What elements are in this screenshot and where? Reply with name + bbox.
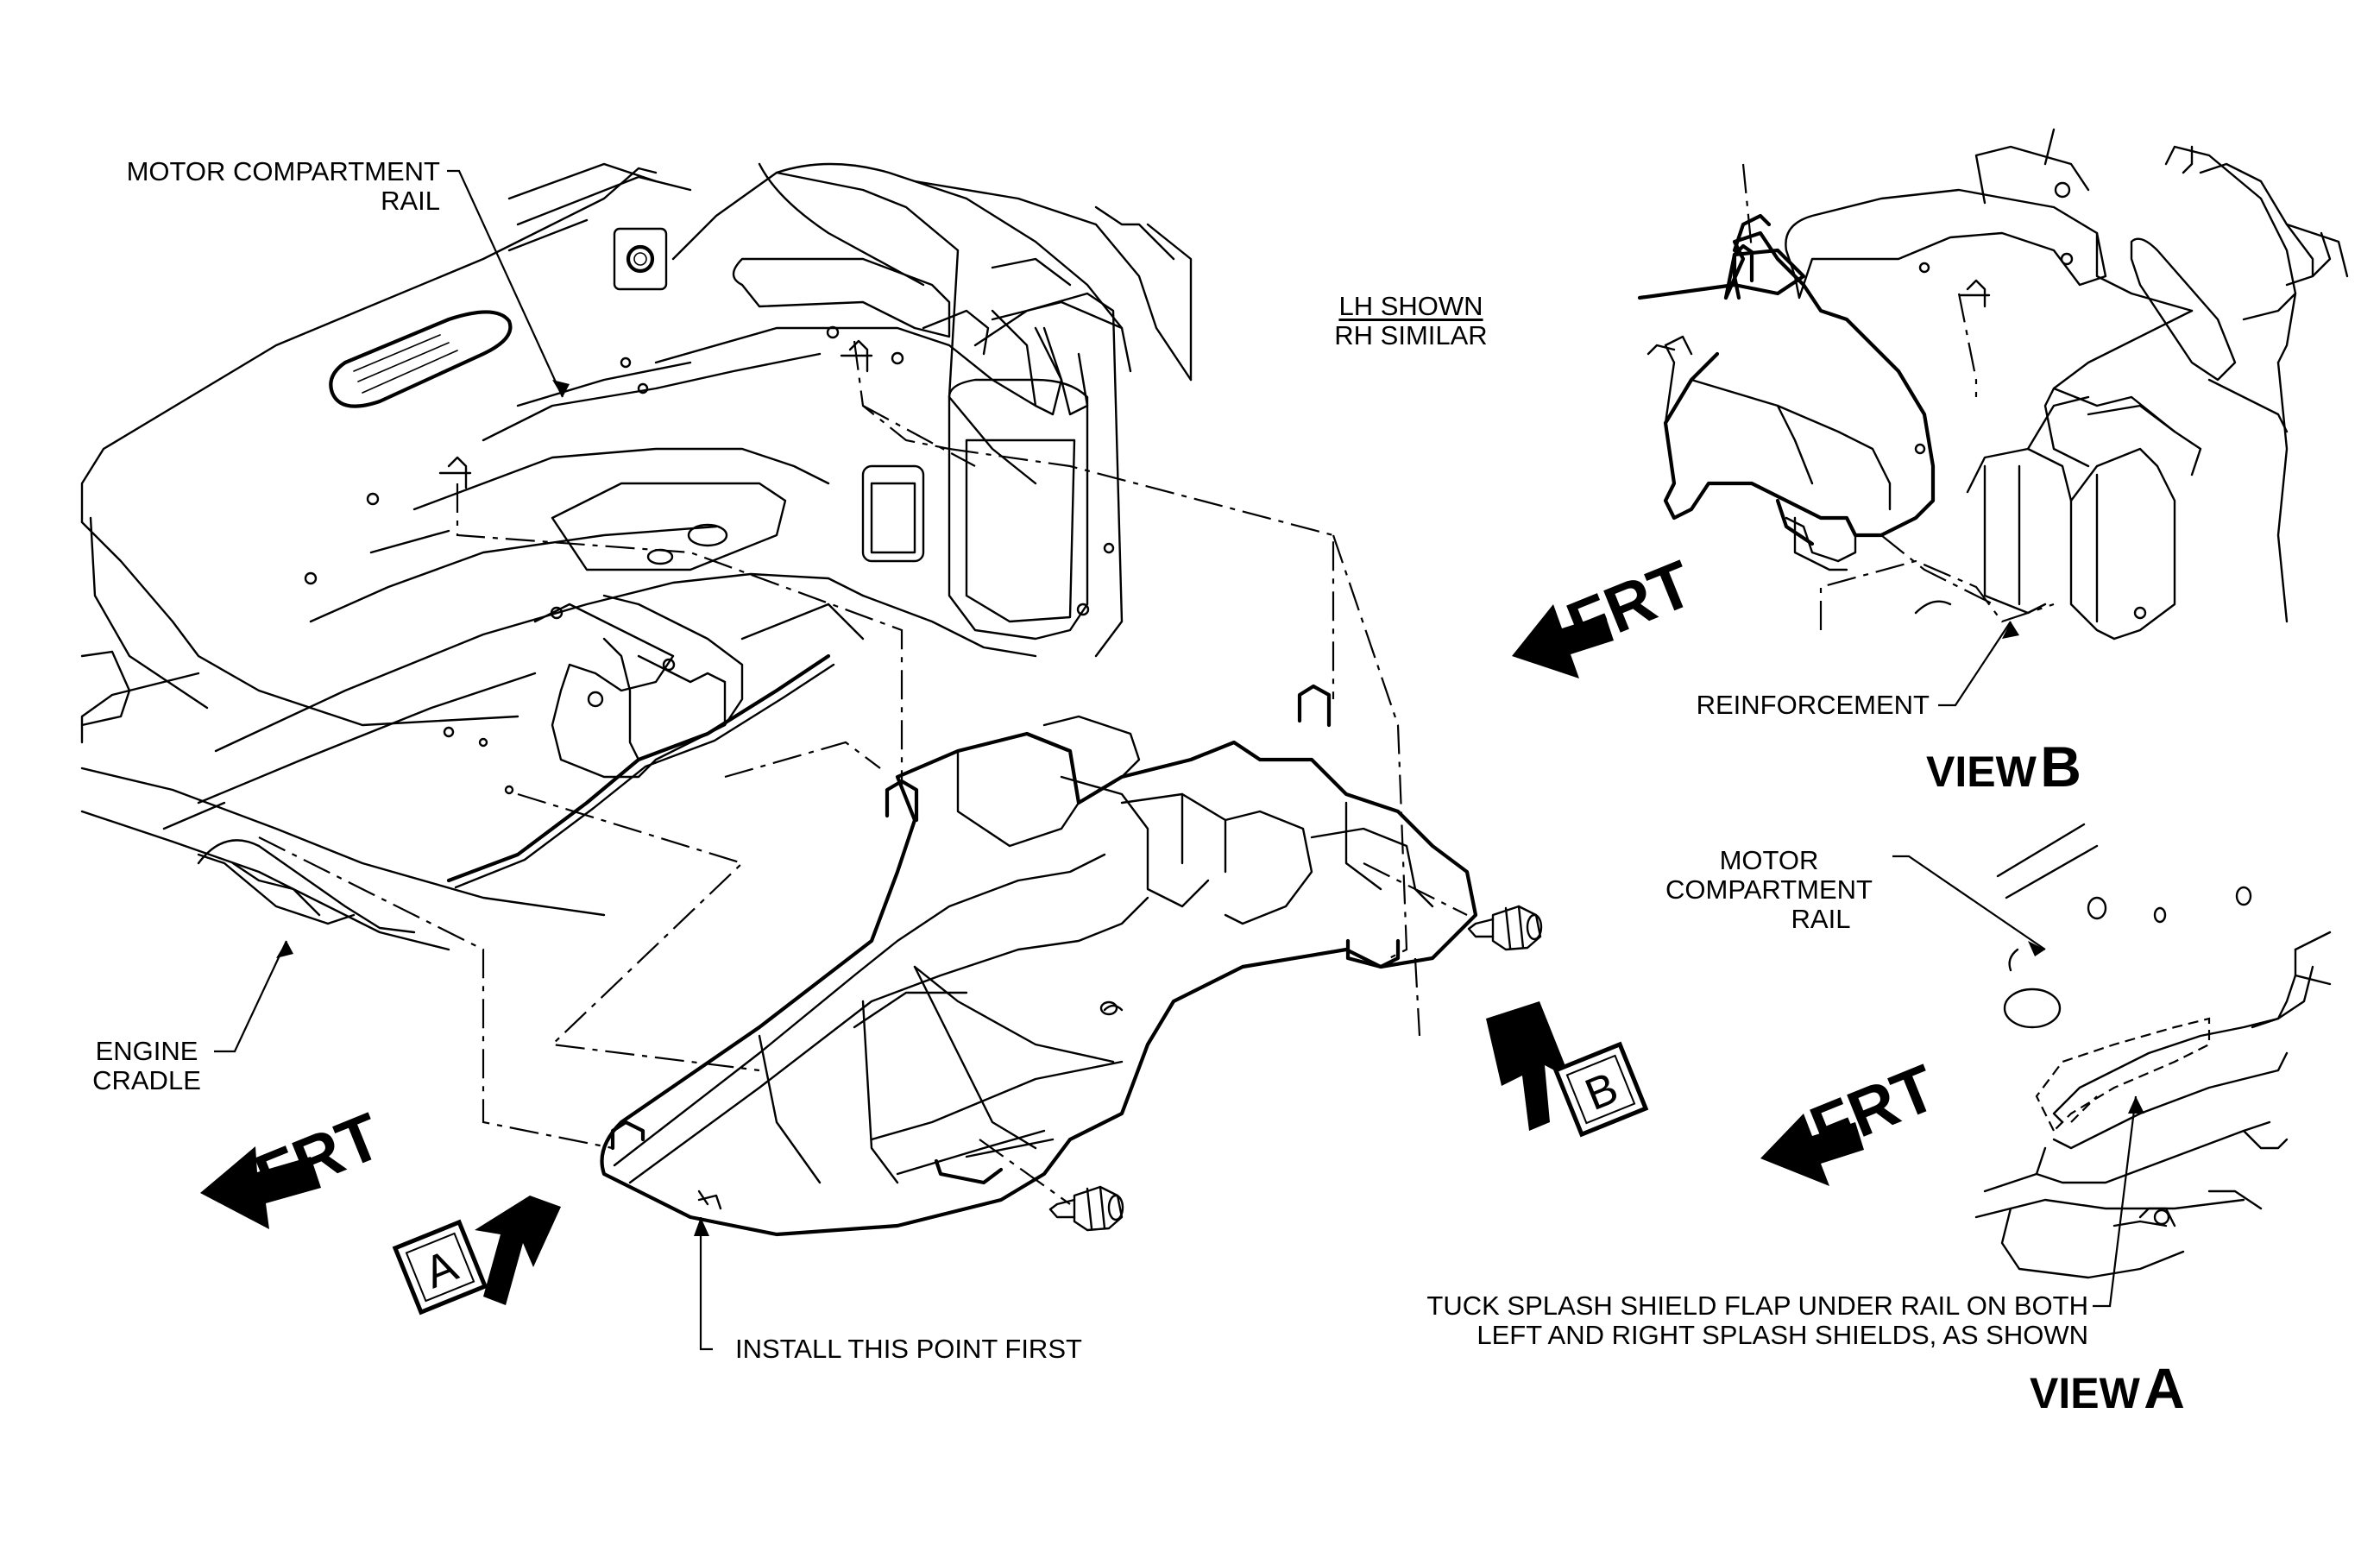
- engine-cradle-label: ENGINE CRADLE: [78, 1037, 216, 1095]
- view-b-title: VIEW B: [1926, 734, 2081, 799]
- view-b-inset: [1637, 128, 2349, 641]
- view-a-motor-compartment-rail-label: MOTOR COMPARTMENT RAIL: [1640, 846, 1898, 934]
- alignment-phantom-lines: [258, 340, 1468, 1205]
- frt-arrow-view-b: FRT: [1512, 547, 1703, 678]
- frt-arrow-view-a: FRT: [1760, 1051, 1946, 1186]
- frt-label-view-b: FRT: [1558, 547, 1703, 663]
- vehicle-body-structure: [80, 162, 1193, 951]
- view-b-word: VIEW: [1926, 748, 2037, 796]
- frt-arrow-main: FRT: [200, 1100, 391, 1229]
- view-b-letter: B: [2040, 735, 2081, 798]
- frt-label-main: FRT: [246, 1100, 392, 1215]
- push-pin-fastener-right: [1467, 905, 1543, 951]
- motor-compartment-rail-label: MOTOR COMPARTMENT RAIL: [60, 157, 440, 216]
- leader-lines: [214, 169, 2144, 1351]
- splash-shield: [600, 684, 1478, 1237]
- engine-cradle-line-2: CRADLE: [92, 1065, 201, 1095]
- view-a-inset: [1974, 823, 2332, 1279]
- view-a-title: VIEW A: [2030, 1355, 2185, 1421]
- tuck-note-line-2: LEFT AND RIGHT SPLASH SHIELDS, AS SHOWN: [1476, 1320, 2088, 1350]
- reinforcement-label: REINFORCEMENT: [1696, 690, 1930, 720]
- view-a-rail-line-1: MOTOR: [1719, 845, 1819, 875]
- view-a-rail-line-2: COMPARTMENT: [1665, 874, 1873, 905]
- push-pin-fastener-lower: [1048, 1185, 1124, 1232]
- view-a-word: VIEW: [2030, 1369, 2140, 1417]
- view-a-callout: A: [392, 1196, 561, 1316]
- view-a-rail-line-3: RAIL: [1791, 904, 1851, 934]
- motor-compartment-rail-line-1: MOTOR COMPARTMENT: [126, 156, 440, 186]
- view-b-callout: B: [1486, 1001, 1649, 1138]
- tuck-note-line-1: TUCK SPLASH SHIELD FLAP UNDER RAIL ON BO…: [1426, 1290, 2088, 1321]
- install-this-point-first-label: INSTALL THIS POINT FIRST: [735, 1334, 1082, 1364]
- lh-shown-text: LH SHOWN: [1338, 291, 1483, 321]
- engine-cradle-line-1: ENGINE: [95, 1036, 198, 1066]
- motor-compartment-rail-line-2: RAIL: [381, 186, 440, 216]
- rh-similar-text: RH SIMILAR: [1334, 320, 1488, 350]
- tuck-splash-shield-note: TUCK SPLASH SHIELD FLAP UNDER RAIL ON BO…: [1312, 1291, 2088, 1350]
- frt-label-view-a: FRT: [1801, 1051, 1947, 1167]
- view-a-letter: A: [2144, 1356, 2185, 1420]
- lh-shown-note: LH SHOWN RH SIMILAR: [1303, 292, 1519, 350]
